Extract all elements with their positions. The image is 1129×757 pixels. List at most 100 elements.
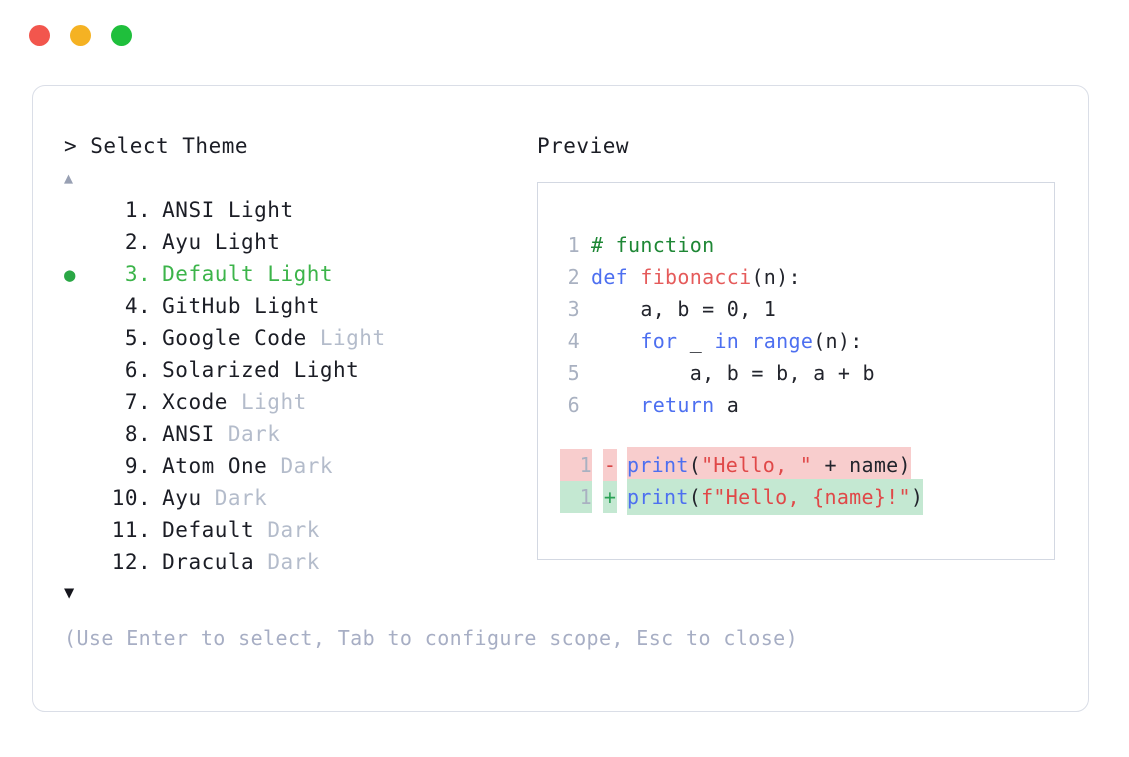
theme-list-item[interactable]: 10.Ayu Dark	[64, 482, 534, 514]
code-line: 2 def fibonacci(n):	[538, 261, 1054, 293]
maximize-window-button[interactable]	[111, 24, 132, 46]
code-line-content: a, b = 0, 1	[591, 293, 776, 325]
code-token-plain: )	[910, 485, 924, 509]
code-line-number: 4	[567, 329, 580, 353]
code-line-content: # function	[591, 229, 714, 261]
code-line: 5 a, b = b, a + b	[538, 357, 1054, 389]
code-line-content: a, b = b, a + b	[591, 357, 875, 389]
theme-item-name: Xcode	[162, 390, 242, 414]
diff-line-add: 1+print(f"Hello, {name}!")	[538, 479, 1054, 515]
theme-item-variant: Light	[241, 390, 307, 414]
close-window-button[interactable]	[29, 24, 50, 46]
theme-item-name: Default	[162, 262, 268, 286]
theme-item-separator: .	[138, 326, 152, 350]
code-token-string: f"Hello, {name}!"	[701, 485, 911, 509]
theme-list-item[interactable]: 9.Atom One Dark	[64, 450, 534, 482]
code-token-builtin: print	[627, 453, 689, 477]
code-line-number: 5	[567, 361, 580, 385]
code-token-plain: (	[688, 485, 702, 509]
code-token-plain: a, b = 0, 1	[591, 297, 777, 321]
code-line-content: def fibonacci(n):	[591, 261, 801, 293]
scroll-down-indicator-icon[interactable]: ▼	[64, 583, 75, 603]
minimize-window-button[interactable]	[70, 24, 91, 46]
theme-list-item[interactable]: 6.Solarized Light	[64, 354, 534, 386]
theme-item-separator: .	[138, 262, 152, 286]
theme-list-item[interactable]: 1. ANSI Light	[64, 194, 534, 226]
theme-item-name: Google Code	[162, 326, 320, 350]
diff-line-number: 1	[560, 449, 592, 481]
theme-item-variant: Light	[227, 198, 294, 222]
code-token-keyword: return	[640, 393, 715, 417]
diff-line-del: 1-print("Hello, " + name)	[538, 447, 1054, 483]
theme-list-item[interactable]: 5. Google Code Light	[64, 322, 534, 354]
theme-item-number: 8	[124, 422, 138, 446]
theme-item-variant: Light	[267, 262, 334, 286]
theme-item-number: 11	[111, 518, 138, 542]
theme-item-variant: Dark	[214, 486, 268, 510]
theme-item-number: 4	[124, 294, 138, 318]
theme-item-number: 9	[124, 454, 138, 478]
code-token-plain: a	[714, 393, 740, 417]
theme-item-name: GitHub	[162, 294, 255, 318]
theme-list-item[interactable]: 4.GitHub Light	[64, 290, 534, 322]
code-line-number: 2	[567, 265, 580, 289]
theme-item-separator: .	[138, 198, 152, 222]
code-token-plain: (n):	[751, 265, 801, 289]
theme-item-variant: Light	[319, 326, 386, 350]
theme-item-number: 5	[124, 326, 138, 350]
code-token-plain	[739, 329, 751, 353]
diff-line-content: print(f"Hello, {name}!")	[627, 479, 924, 515]
code-token-plain: + name)	[812, 453, 911, 477]
code-line-content: return a	[591, 389, 739, 421]
theme-item-separator: .	[138, 518, 152, 542]
diff-sign: -	[603, 449, 617, 481]
code-line: 1 # function	[538, 229, 1054, 261]
theme-list-item[interactable]: 11.Default Dark	[64, 514, 534, 546]
theme-item-number: 6	[124, 358, 138, 382]
theme-list-item[interactable]: 2.Ayu Light	[64, 226, 534, 258]
theme-item-separator: .	[138, 358, 152, 382]
code-line: 3 a, b = 0, 1	[538, 293, 1054, 325]
code-line-number: 1	[567, 233, 580, 257]
theme-item-number: 1	[124, 198, 138, 222]
code-token-builtin: print	[627, 485, 689, 509]
code-token-comment: # function	[591, 233, 715, 257]
theme-list-item[interactable]: 8.ANSI Dark	[64, 418, 534, 450]
select-theme-prompt: > Select Theme	[64, 134, 249, 158]
preview-label: Preview	[537, 134, 630, 158]
code-token-string: "Hello, "	[701, 453, 813, 477]
theme-item-name: Solarized	[162, 358, 294, 382]
theme-item-number: 7	[124, 390, 138, 414]
theme-list-item[interactable]: 7. Xcode Light	[64, 386, 534, 418]
theme-item-variant: Light	[214, 230, 281, 254]
theme-list-item[interactable]: 12.Dracula Dark	[64, 546, 534, 578]
theme-item-name: Ayu	[162, 486, 215, 510]
theme-item-number: 3	[124, 262, 138, 286]
code-token-plain: a, b = b, a + b	[591, 361, 875, 385]
code-token-keyword: in	[714, 329, 740, 353]
theme-item-separator: .	[138, 294, 152, 318]
theme-item-separator: .	[138, 454, 152, 478]
diff-block: 1-print("Hello, " + name)1+print(f"Hello…	[538, 447, 1054, 515]
theme-item-separator: .	[138, 390, 152, 414]
code-token-plain	[591, 329, 640, 353]
code-token-keyword: for	[640, 329, 678, 353]
code-line: 6 return a	[538, 389, 1054, 421]
theme-item-separator: .	[138, 230, 152, 254]
code-token-plain: (	[688, 453, 702, 477]
theme-item-number: 12	[111, 550, 138, 574]
theme-item-name: ANSI	[162, 198, 228, 222]
scroll-up-indicator-icon[interactable]: ▲	[64, 169, 74, 187]
theme-item-name: Atom One	[162, 454, 281, 478]
code-line-number: 6	[567, 393, 580, 417]
theme-item-number: 2	[124, 230, 138, 254]
theme-list-item[interactable]: ●3.Default Light	[64, 258, 534, 290]
code-line-number: 3	[567, 297, 580, 321]
